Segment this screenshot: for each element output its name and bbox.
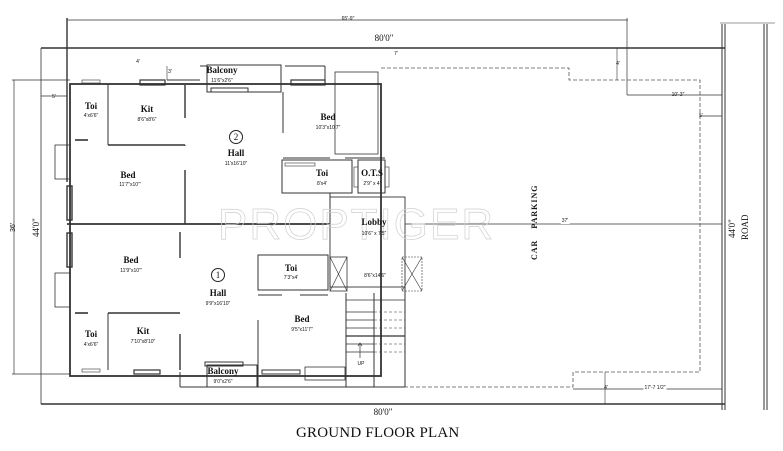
room-kit: Kit: [136, 326, 150, 336]
dim-right-top-c: 5': [699, 113, 703, 119]
room-kit: Kit: [140, 104, 154, 114]
room-size: 4'x6'6": [83, 342, 99, 348]
room-size: 11'6"x2'6": [211, 78, 233, 84]
room-size: 9'5"x11'7": [291, 327, 313, 333]
room-balcony: Balcony: [206, 65, 238, 75]
room-size: 9'0"x2'6": [213, 379, 233, 385]
dim-right-top-a: 4': [616, 61, 620, 67]
dim-bottom-right-small: 4': [604, 385, 608, 391]
room-bed: Bed: [320, 112, 336, 122]
room-size: 8'x4': [317, 181, 327, 187]
room-size: 8'6"x8'6": [137, 117, 157, 123]
room-size: 9'9"x16'10": [205, 301, 231, 307]
room-balcony: Balcony: [207, 366, 239, 376]
room-size: 7'3"x4': [283, 275, 299, 281]
dim-top-outer: 65'-9": [341, 16, 355, 22]
dim-right-top-b: 10'-3": [671, 92, 685, 98]
room-bed: Bed: [294, 314, 310, 324]
dim-bottom-width: 80'0": [373, 407, 393, 417]
stair-up: UP: [357, 361, 365, 367]
plan-title: GROUND FLOOR PLAN: [296, 425, 460, 441]
room-lobby: Lobby: [361, 217, 387, 227]
dim-parking-depth: 37': [560, 218, 570, 224]
road-label: ROAD: [740, 214, 750, 240]
room-toi: Toi: [315, 168, 329, 178]
room-size: 11'x16'10": [224, 161, 248, 167]
room-toi: Toi: [284, 263, 298, 273]
room-size: 7'10"x8'10": [130, 339, 156, 345]
dim-top-width: 80'0": [374, 33, 394, 43]
room-size: 4'x6'6": [83, 113, 99, 119]
room-size: 10'3"x10'7": [315, 125, 341, 131]
room-toi: Toi: [84, 329, 98, 339]
room-ots: O.T.S: [361, 168, 383, 178]
road-width: 44'0": [727, 219, 737, 238]
unit-2-marker: 2: [229, 130, 243, 144]
dim-left-setback: 5': [52, 94, 56, 100]
watermark: PROPTIGER: [218, 200, 496, 250]
dim-left-depth: 44'0": [31, 218, 41, 237]
room-bed: Bed: [123, 255, 139, 265]
room-size: 10'6" x 7'5": [361, 231, 387, 237]
room-size: 2'9" x 4': [363, 181, 381, 187]
dim-top-setback-b: 3': [168, 69, 172, 75]
car-parking-label: CAR PARKING: [530, 184, 539, 260]
room-size: 11'7"x10'": [119, 182, 141, 188]
dim-left-outer: 36': [10, 222, 17, 232]
room-hall: Hall: [227, 148, 245, 158]
room-bed: Bed: [120, 170, 136, 180]
room-size: 11'9"x10'": [120, 268, 142, 274]
dim-bottom-right: 17'-7 1/2": [643, 385, 667, 391]
stair-size: 8'6"x14'6": [364, 273, 386, 279]
room-toi: Toi: [84, 101, 98, 111]
dim-top-setback-a: 4': [136, 59, 140, 65]
dim-top-setback-c: 7': [394, 51, 398, 57]
room-hall: Hall: [209, 288, 227, 298]
unit-1-marker: 1: [211, 268, 225, 282]
